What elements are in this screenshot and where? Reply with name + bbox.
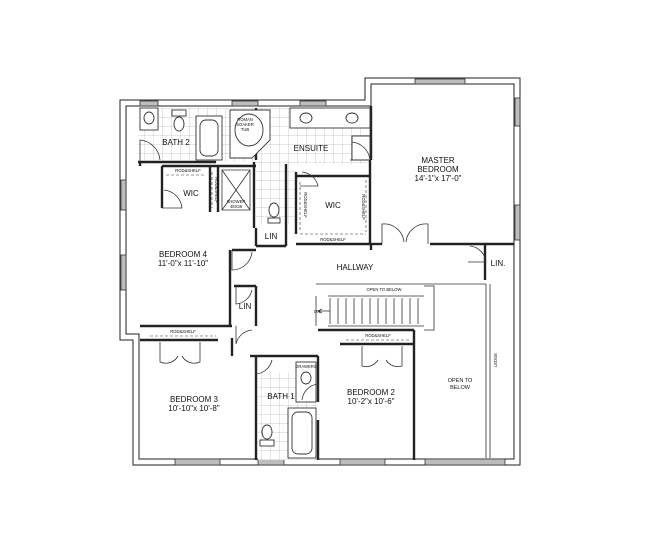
rod-shelf-label: ROD&SHELF <box>214 177 219 203</box>
rod-shelf-label: ROD&SHELF <box>320 237 346 242</box>
fixtures <box>139 107 371 459</box>
hallway-label: HALLWAY <box>337 263 374 272</box>
tub-label: ROMAN <box>237 117 253 122</box>
ledge-label: LEDGE <box>493 353 498 367</box>
bedroom4-label: BEDROOM 4 <box>159 250 208 259</box>
master-bedroom-label-2: BEDROOM <box>417 165 459 174</box>
master-bedroom-label: MASTER <box>421 156 455 165</box>
staircase <box>317 298 419 324</box>
room-labels: MASTER BEDROOM 14'-1"x 17'-0" ENSUITE BA… <box>158 138 505 413</box>
open-to-below-right-label-2: BELOW <box>450 385 471 391</box>
master-wic-label: WIC <box>325 201 341 210</box>
bedroom3-dims: 10'-10"x 10'-8" <box>168 404 220 413</box>
windows <box>120 78 521 466</box>
bath1-label: BATH 1 <box>267 392 295 401</box>
bedroom2-label: BEDROOM 2 <box>347 388 396 397</box>
rod-shelf-label: ROD&SHELF <box>170 329 196 334</box>
open-to-below-right-label: OPEN TO <box>448 378 473 384</box>
linen-closet-right-label: LIN. <box>491 259 506 268</box>
bedroom4-wic-label: WIC <box>183 189 199 198</box>
annotations: OPEN TO BELOW OPEN TO BELOW LEDGE ON ROD… <box>170 117 498 391</box>
tub-label-2: SOAKER <box>236 122 253 127</box>
shower-size-label: 48X36 <box>230 204 243 209</box>
closet-rods <box>150 172 410 341</box>
ensuite-label: ENSUITE <box>294 144 329 153</box>
exterior-walls <box>119 77 521 466</box>
rod-shelf-label: ROD&SHELF <box>303 192 308 218</box>
stair-direction-label: ON <box>314 309 320 314</box>
rod-shelf-label: ROD&SHELF <box>175 168 201 173</box>
bedroom4-dims: 11'-0"x 11'-10" <box>158 259 208 268</box>
linen-closet-upper-label: LIN <box>265 232 278 241</box>
bedroom3-label: BEDROOM 3 <box>170 395 219 404</box>
drawers-label: DRAWERS <box>295 364 316 369</box>
shower-label: SHOWER <box>227 199 246 204</box>
tub-label-3: TUB <box>241 127 250 132</box>
doors <box>139 139 487 402</box>
bath2-label: BATH 2 <box>162 138 190 147</box>
bedroom2-dims: 10'-2"x 10'-6" <box>348 397 395 406</box>
rod-shelf-label: ROD&SHELF <box>361 194 366 220</box>
rod-shelf-label: ROD&SHELF <box>365 333 391 338</box>
master-bedroom-dims: 14'-1"x 17'-0" <box>415 174 462 183</box>
linen-closet-hall-label: LIN <box>239 302 252 311</box>
open-to-below-stair-label: OPEN TO BELOW <box>367 287 402 292</box>
